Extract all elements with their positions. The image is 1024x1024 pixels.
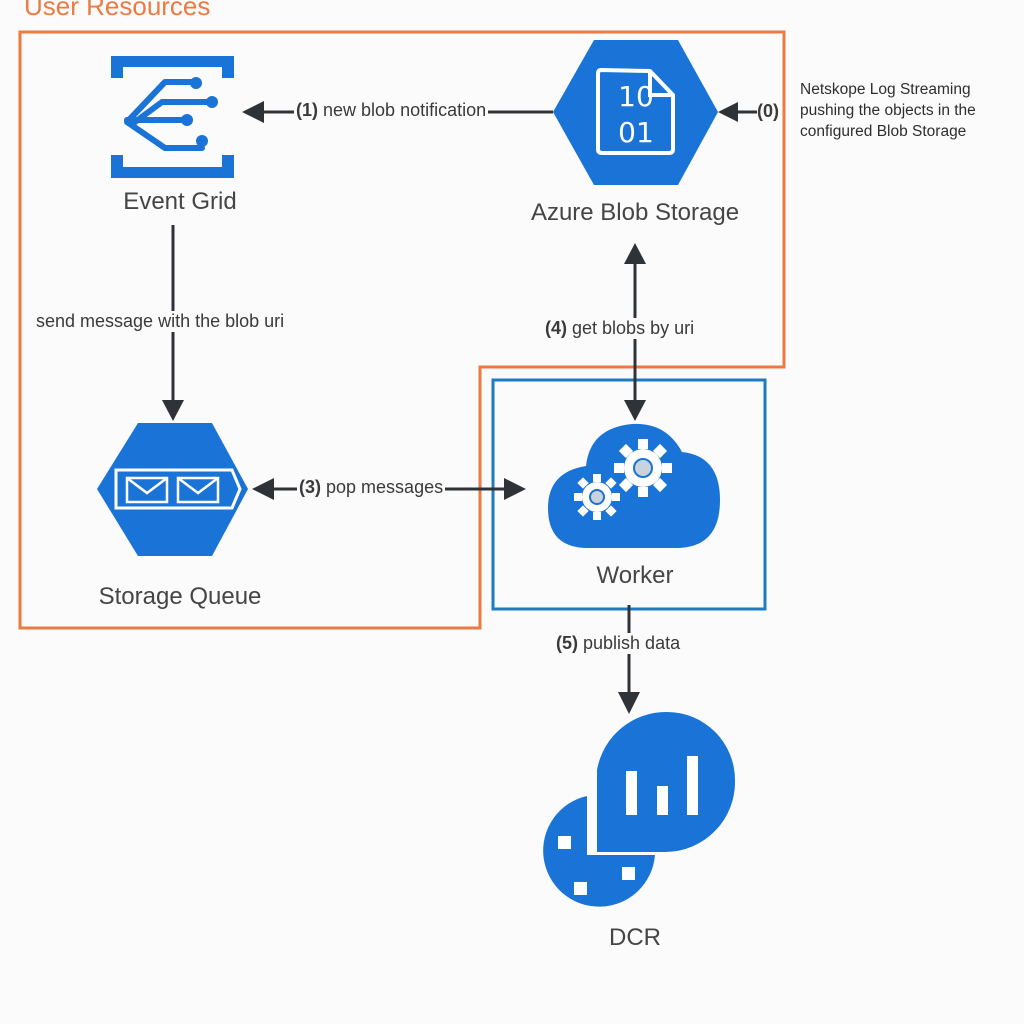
edge-3-label: (3) pop messages — [297, 477, 446, 498]
edge-2-label: send message with the blob uri — [34, 311, 287, 332]
blob-glyph-top: 10 — [618, 80, 654, 113]
large-gear-icon — [614, 439, 672, 497]
edge-1-step: (1) — [296, 100, 318, 120]
storage-queue-icon[interactable] — [97, 423, 248, 556]
note-line: pushing the objects in the — [800, 102, 976, 119]
storage-queue-label: Storage Queue — [98, 583, 262, 610]
dcr-icon[interactable] — [543, 711, 736, 907]
edge-0-label: (0) — [757, 101, 779, 122]
edge-1-label: (1) new blob notification — [294, 100, 489, 121]
edge-2-text: send message with the blob uri — [36, 311, 285, 331]
note-line: Netskope Log Streaming — [800, 81, 971, 98]
netskope-note: Netskope Log Streaming pushing the objec… — [800, 79, 1020, 142]
edge-5-label: (5) publish data — [554, 633, 683, 654]
group-title: User Resources — [24, 0, 211, 21]
note-line: configured Blob Storage — [800, 123, 967, 140]
blob-storage-icon[interactable]: 10 01 — [553, 40, 718, 185]
blob-storage-label: Azure Blob Storage — [530, 199, 740, 226]
edge-4-label: (4) get blobs by uri — [543, 318, 697, 339]
edge-4-text: get blobs by uri — [572, 318, 695, 338]
edge-5 — [618, 605, 640, 714]
dcr-label: DCR — [609, 924, 661, 951]
edge-4-step: (4) — [545, 318, 567, 338]
edge-3-step: (3) — [299, 477, 321, 497]
edge-5-step: (5) — [556, 633, 578, 653]
small-gear-icon — [574, 474, 620, 520]
event-grid-icon[interactable] — [111, 56, 234, 178]
edge-5-text: publish data — [583, 633, 681, 653]
blob-glyph-bottom: 01 — [618, 116, 654, 149]
edge-1-text: new blob notification — [323, 100, 487, 120]
cloud-gears-icon[interactable] — [548, 423, 720, 548]
event-grid-label: Event Grid — [123, 188, 237, 215]
edge-3-text: pop messages — [326, 477, 444, 497]
worker-label: Worker — [596, 562, 674, 589]
edge-0 — [718, 102, 762, 122]
edge-0-step: (0) — [757, 101, 779, 121]
user-resources-group — [18, 30, 786, 630]
